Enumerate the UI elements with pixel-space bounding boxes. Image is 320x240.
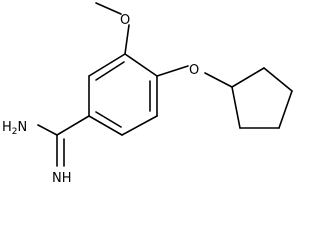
cyclopentyl-bond-3: [278, 90, 293, 129]
ring-bond-c3-c4: [124, 53, 158, 77]
cyclopentyl-bond-5: [231, 86, 241, 129]
ether-oxygen-label: O: [189, 63, 199, 78]
ring-double-c6-c1: [95, 111, 122, 128]
amine-subscript: 2: [12, 127, 18, 137]
amine-h: H: [2, 120, 12, 135]
cyclopentyl-bond-2: [263, 67, 293, 92]
ring-bond-c5-c6: [121, 115, 158, 136]
bond-ring-amidine-c: [56, 115, 90, 136]
amine-label: H2N: [2, 120, 27, 137]
imine-label: NH: [52, 171, 72, 186]
bond-ring-ether-o: [156, 65, 189, 77]
bond-ether-o-cyclopentyl: [204, 72, 233, 88]
bond-amidine-nh2: [37, 124, 58, 136]
cyclopentyl-bond-1: [231, 67, 265, 88]
chemical-structure: O O H2N NH: [2, 2, 293, 186]
amine-n: N: [18, 120, 28, 135]
ring-double-c2-c3: [95, 61, 125, 81]
ring-bond-c2-c3: [88, 53, 126, 77]
ring-bond-c6-c1: [88, 115, 123, 136]
bond-o-ring: [124, 24, 130, 55]
bond-methyl-o: [95, 2, 122, 15]
methoxy-oxygen-label: O: [120, 13, 130, 28]
structure-canvas: O O H2N NH: [2, 2, 293, 186]
